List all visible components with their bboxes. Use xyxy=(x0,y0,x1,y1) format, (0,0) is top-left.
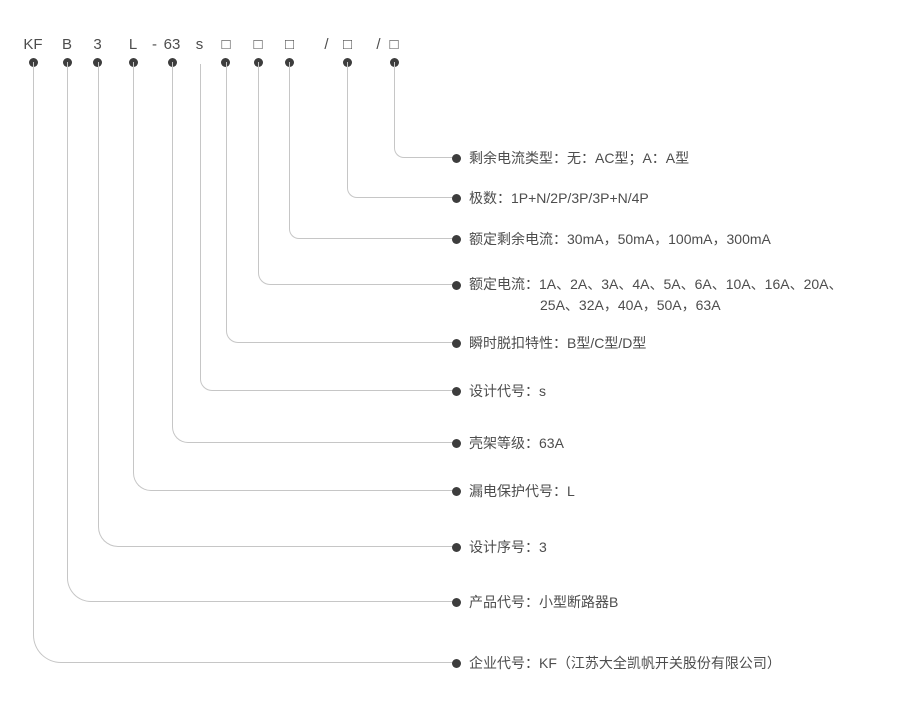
model-symbol-box-2: □ xyxy=(253,36,263,53)
model-symbol-box-3: □ xyxy=(284,36,295,53)
row-bullet-design-serial xyxy=(451,542,461,552)
connector-tripping-characteristic xyxy=(225,62,452,343)
connector-poles xyxy=(347,62,452,198)
row-bullet-enterprise-code xyxy=(451,658,461,668)
row-label-residual-current-type: 剩余电流类型：无：AC型；A：A型 xyxy=(469,150,690,166)
connector-enterprise-code xyxy=(33,62,452,663)
row-bullet-frame-level xyxy=(451,438,461,448)
model-symbol-s: s xyxy=(195,36,204,53)
row-label-rated-current: 额定电流：1A、2A、3A、4A、5A、6A、10A、16A、20A、 25A、… xyxy=(469,274,842,316)
row-bullet-rated-residual-current xyxy=(451,234,461,244)
model-symbol-hyphen: - xyxy=(152,36,157,53)
connector-design-serial xyxy=(97,62,452,547)
connector-product-code xyxy=(67,62,452,602)
model-symbol-box-1: □ xyxy=(221,36,231,53)
rated-current-line-2: 25A、32A，40A，50A，63A xyxy=(540,297,721,313)
model-symbol-slash-1: / xyxy=(324,36,329,53)
model-symbol-kf: KF xyxy=(23,36,43,53)
model-symbol-box-4: □ xyxy=(342,36,353,53)
row-bullet-poles xyxy=(451,193,461,203)
row-bullet-product-code xyxy=(451,597,461,607)
rated-current-line-1: 额定电流：1A、2A、3A、4A、5A、6A、10A、16A、20A、 xyxy=(469,276,843,292)
row-bullet-design-code xyxy=(451,386,461,396)
model-symbol-box-5: □ xyxy=(389,36,399,53)
row-label-leakage-protection-code: 漏电保护代号：L xyxy=(469,483,575,499)
row-bullet-leakage-protection-code xyxy=(451,486,461,496)
model-symbol-l: L xyxy=(128,36,138,53)
row-label-product-code: 产品代号：小型断路器B xyxy=(469,594,619,610)
row-bullet-rated-current xyxy=(451,280,461,290)
model-symbol-slash-2: / xyxy=(376,36,381,53)
model-symbol-63: 63 xyxy=(163,36,181,53)
connector-rated-residual-current xyxy=(289,62,452,239)
row-label-design-serial: 设计序号：3 xyxy=(469,539,547,555)
row-bullet-residual-current-type xyxy=(451,153,461,163)
row-label-enterprise-code: 企业代号：KF（江苏大全凯帆开关股份有限公司） xyxy=(469,655,781,671)
row-label-tripping-characteristic: 瞬时脱扣特性：B型/C型/D型 xyxy=(469,335,647,351)
row-label-rated-residual-current: 额定剩余电流：30mA，50mA，100mA，300mA xyxy=(469,231,771,247)
row-label-frame-level: 壳架等级：63A xyxy=(469,435,564,451)
model-symbol-b: B xyxy=(61,36,73,53)
row-label-poles: 极数：1P+N/2P/3P/3P+N/4P xyxy=(469,190,649,206)
row-bullet-tripping-characteristic xyxy=(451,338,461,348)
connector-leakage-protection-code xyxy=(133,62,452,491)
connector-rated-current xyxy=(257,62,452,285)
connector-residual-current-type xyxy=(393,62,452,158)
connector-design-code xyxy=(199,64,452,391)
row-label-design-code: 设计代号：s xyxy=(469,383,546,399)
model-symbol-3: 3 xyxy=(93,36,102,53)
connector-frame-level xyxy=(172,62,452,443)
